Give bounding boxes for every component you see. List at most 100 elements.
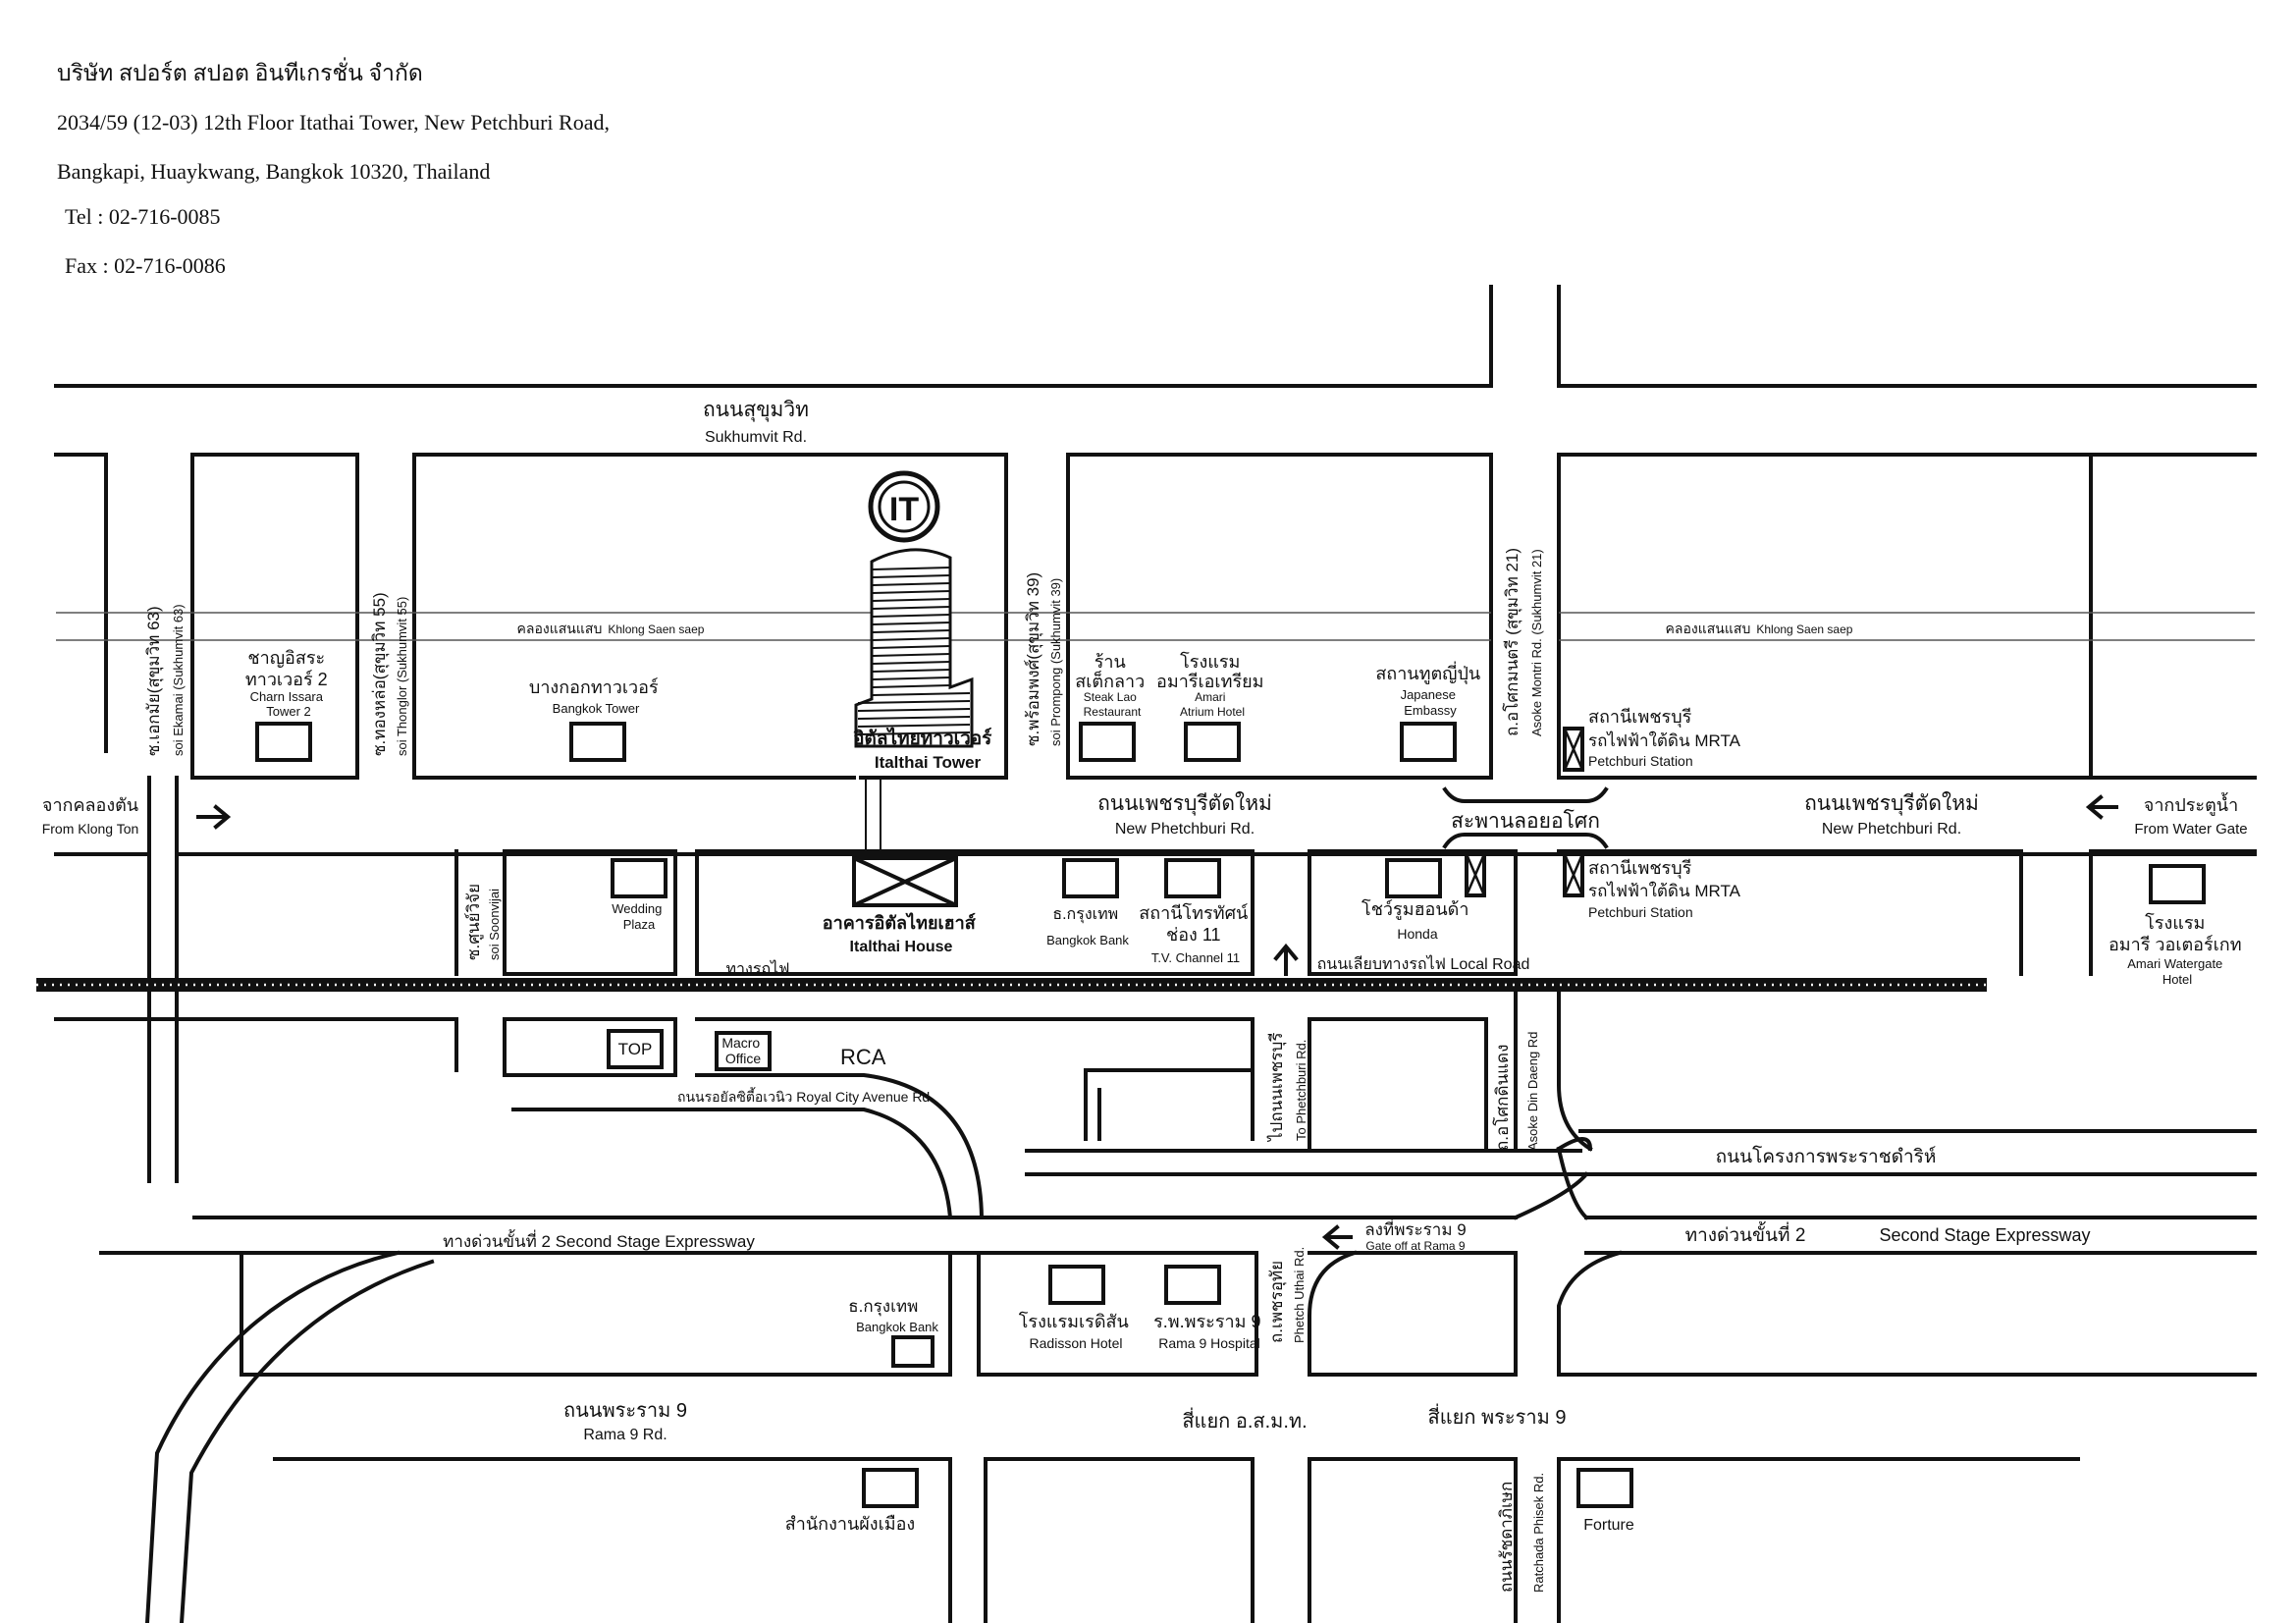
gate-off-label-en: Gate off at Rama 9 [1365,1239,1465,1253]
soi-soonvijai-label-en: soi Soonvijai [487,889,502,960]
block-edge [54,453,108,753]
top-marker [607,1029,664,1069]
expressway-right-label-en: Second Stage Expressway [1879,1225,2090,1245]
ratchada-label-en: Ratchada Phisek Rd. [1531,1473,1546,1593]
rama9-label-th: ถนนพระราม 9 [563,1400,687,1422]
channel-11-label: สถานีโทรทัศน์ ช่อง 11 T.V. Channel 11 [1139,902,1253,965]
company-tel: Tel : 02-716-0085 [65,204,221,229]
from-watergate-label-th: จากประตูน้ำ [2144,792,2238,816]
from-klongton-label-en: From Klong Ton [42,821,139,837]
block-edge [1308,1017,1488,1151]
railway-label: ทางรถไฟ [726,959,790,978]
road-network [36,285,2257,1623]
building-markers: IT [255,470,2206,1508]
royal-project-label: ถนนโครงการพระราชดำริห์ [1716,1145,1937,1167]
expressway-ramp [1556,1146,1589,1220]
mrta-top-label: สถานีเพชรบุรี รถไฟฟ้าใต้ดิน MRTA Petchbu… [1588,707,1744,769]
japanese-embassy-label: สถานทูตญี่ปุ่น Japanese Embassy [1375,661,1484,718]
italthai-tower-label: อิตัลไทยทาวเวอร์ Italthai Tower [853,727,996,772]
from-klongton-label-th: จากคลองตัน [42,795,138,815]
soi-thonglor-label-th: ซ.ทองหล่อ(สุขุมวิท 55) [370,592,390,756]
mrta-station-top-marker [1563,727,1584,772]
radisson-marker [1048,1265,1105,1305]
mrta-station-bottom-marker [1563,852,1584,897]
petchburi-label-th: ถนนเพชรบุรีตัดใหม่ [1097,791,1272,816]
block-edge [54,1017,458,1072]
block-edge [1308,1251,1518,1377]
block-edge [190,453,359,780]
petchburi-right-label-th: ถนนเพชรบุรีตัดใหม่ [1804,791,1979,816]
fortune-label: Forture [1583,1517,1634,1534]
intersection-rama9-label: สี่แยก พระราม 9 [1428,1403,1567,1429]
amari-watergate-label: โรงแรม อมารี วอเตอร์เกท Amari Watergate … [2109,912,2246,987]
wedding-plaza-marker [611,858,667,898]
arrow-left-icon [1321,1224,1353,1250]
asoke-label-th: ถ.อโศกมนตรี (สุขุมวิท 21) [1502,548,1522,736]
phetch-uthai-label-th: ถ.เพชรอุทัย [1267,1261,1287,1343]
soi-thonglor-label-en: soi Thonglor (Sukhumvit 55) [395,597,409,756]
block-edge [695,849,1255,976]
block-edge [1066,453,1493,780]
expressway-ramp [1513,1171,1589,1220]
din-daeng-label-th: ถ.อโศกดินแดง [1492,1045,1512,1151]
petchburi-right-label-en: New Phetchburi Rd. [1822,821,1961,838]
amari-atrium-marker [1184,722,1241,762]
ratchada-label-th: ถนนรัชดาภิเษก [1497,1482,1516,1593]
soi-ekamai-label-en: soi Ekamai (Sukhumvit 63) [171,604,186,756]
place-labels: ชาญอิสระ ทาวเวอร์ 2 Charn Issara Tower 2… [245,648,2246,1534]
mrta-station-honda-marker [1465,852,1486,897]
local-road-label: ถนนเลียบทางรถไฟ Local Road [1317,954,1530,973]
steak-lao-marker [1079,722,1136,762]
amari-atrium-label: โรงแรม อมารีเอเทรียม Amari Atrium Hotel [1156,651,1268,719]
japanese-embassy-marker [1400,722,1457,762]
bangkok-bank-2-label: ธ.กรุงเทพ Bangkok Bank [848,1297,938,1334]
town-planning-label: สำนักงานผังเมือง [785,1514,915,1534]
petchburi-label-en: New Phetchburi Rd. [1115,821,1255,838]
block-edge [412,453,856,780]
to-petchburi-label-en: To Phetchburi Rd. [1294,1040,1308,1141]
block-edge [1557,453,2257,780]
company-address-line-1: 2034/59 (12-03) 12th Floor Itathai Tower… [57,110,610,135]
block-edge [1556,1137,1593,1152]
bangkok-tower-marker [569,722,626,762]
rama9-hospital-marker [1164,1265,1221,1305]
expressway-right-label-th: ทางด่วนขั้นที่ 2 [1685,1221,1806,1246]
italthai-logo: IT [868,470,940,543]
amari-watergate-marker [2149,864,2206,904]
radisson-label: โรงแรมเรดิสัน Radisson Hotel [1019,1311,1134,1351]
block-edge [1557,990,1593,1152]
macro-office-label: Macro Office [721,1035,764,1066]
top-label: TOP [618,1040,653,1058]
company-header: บริษัท สปอร์ต สปอต อินทีเกรชั่น จำกัด 20… [57,57,610,278]
block-edge [1308,1250,1358,1377]
rca-label: RCA [840,1045,886,1069]
from-watergate-label-en: From Water Gate [2134,821,2247,838]
block-edge [1308,849,1518,976]
logo-letters: IT [889,491,919,528]
charn-issara-marker [255,722,312,762]
expressway-curve [144,1250,400,1623]
italthai-house-marker [852,778,958,907]
macro-office-marker [715,1031,772,1071]
town-planning-marker [862,1468,919,1508]
block-edge [503,1017,677,1077]
honda-label: โชว์รูมฮอนด้า Honda [1362,898,1473,942]
block-edge [695,1017,1255,1141]
gate-off-label-th: ลงที่พระราม 9 [1364,1217,1466,1239]
block-edge [1557,1250,1623,1377]
company-fax: Fax : 02-716-0086 [65,253,226,278]
asoke-label-en: Asoke Montri Rd. (Sukhumvit 21) [1529,549,1544,736]
bangkok-bank-marker [1062,858,1119,898]
phetch-uthai-label-en: Phetch Uthai Rd. [1292,1247,1307,1343]
channel-11-marker [1164,858,1221,898]
expressway-left-label: ทางด่วนขั้นที่ 2 Second Stage Expressway [443,1229,755,1251]
soi-prompong-label-th: ซ.พร้อมพงศ์(สุขุมวิท 39) [1024,572,1043,746]
asoke-bridge-bracket [1442,833,1609,849]
bangkok-bank-label: ธ.กรุงเทพ Bangkok Bank [1046,906,1129,947]
soi-ekamai-label-th: ซ.เอกมัย(สุขุมวิท 63) [144,606,164,756]
din-daeng-label-en: Asoke Din Daeng Rd [1525,1032,1540,1151]
